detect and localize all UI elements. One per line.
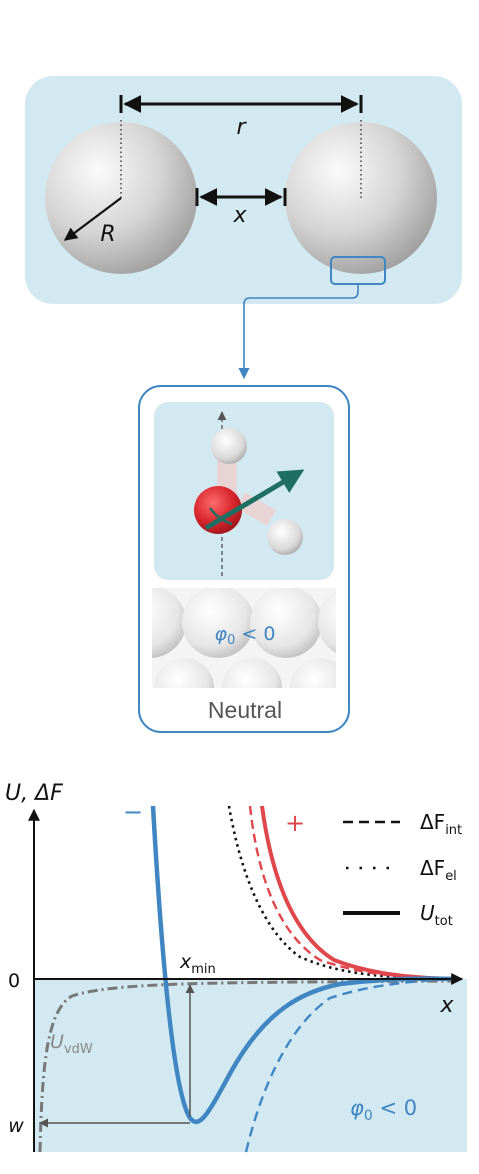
delta-f-int-positive-curve [248, 805, 456, 981]
delta-f-int-negative-curve [244, 977, 456, 1153]
inset-potential-label: φ0 < 0 [215, 623, 276, 648]
negative-energy-region [34, 979, 467, 1152]
legend-u-tot: Utot [420, 901, 453, 929]
energy-plot: U, ΔF x 0 w xmin UvdW − + φ0 < 0 ΔFint Δ… [5, 781, 467, 1153]
x-gap-arrow [195, 188, 287, 206]
inset-panel: φ0 < 0 Neutral [138, 385, 350, 733]
hydrogen-atom-bottom [267, 519, 303, 555]
r-dimension-arrow [119, 95, 363, 113]
delta-f-el-curve [227, 805, 456, 981]
angle-arc [209, 507, 233, 526]
zero-label: 0 [8, 970, 20, 992]
radius-label: R [100, 222, 115, 247]
electrode-surface [152, 588, 336, 688]
minus-sign-label: − [123, 798, 143, 826]
region-potential-label: φ0 < 0 [350, 1096, 417, 1124]
x-axis-label: x [439, 993, 454, 1018]
xmin-label: xmin [179, 951, 216, 977]
u-tot-negative-curve [150, 805, 456, 1125]
spheres-panel: r x R [25, 76, 462, 304]
uvdw-curve [38, 979, 456, 1153]
hydrogen-atom-top [211, 428, 247, 464]
inset-water-region [154, 402, 334, 580]
y-axis-label: U, ΔF [5, 781, 63, 806]
legend-delta-f-el: ΔFel [420, 856, 457, 884]
legend: ΔFint ΔFel Utot [343, 810, 462, 929]
plus-sign-label: + [285, 809, 305, 837]
x-gap-label: x [232, 203, 247, 228]
r-label: r [236, 115, 247, 140]
inset-caption: Neutral [208, 697, 282, 723]
radius-arrow [63, 197, 122, 241]
uvdw-label: UvdW [50, 1031, 93, 1057]
w-label: w [8, 1115, 24, 1137]
zoom-connector-arrow [238, 284, 359, 380]
legend-delta-f-int: ΔFint [420, 810, 462, 838]
